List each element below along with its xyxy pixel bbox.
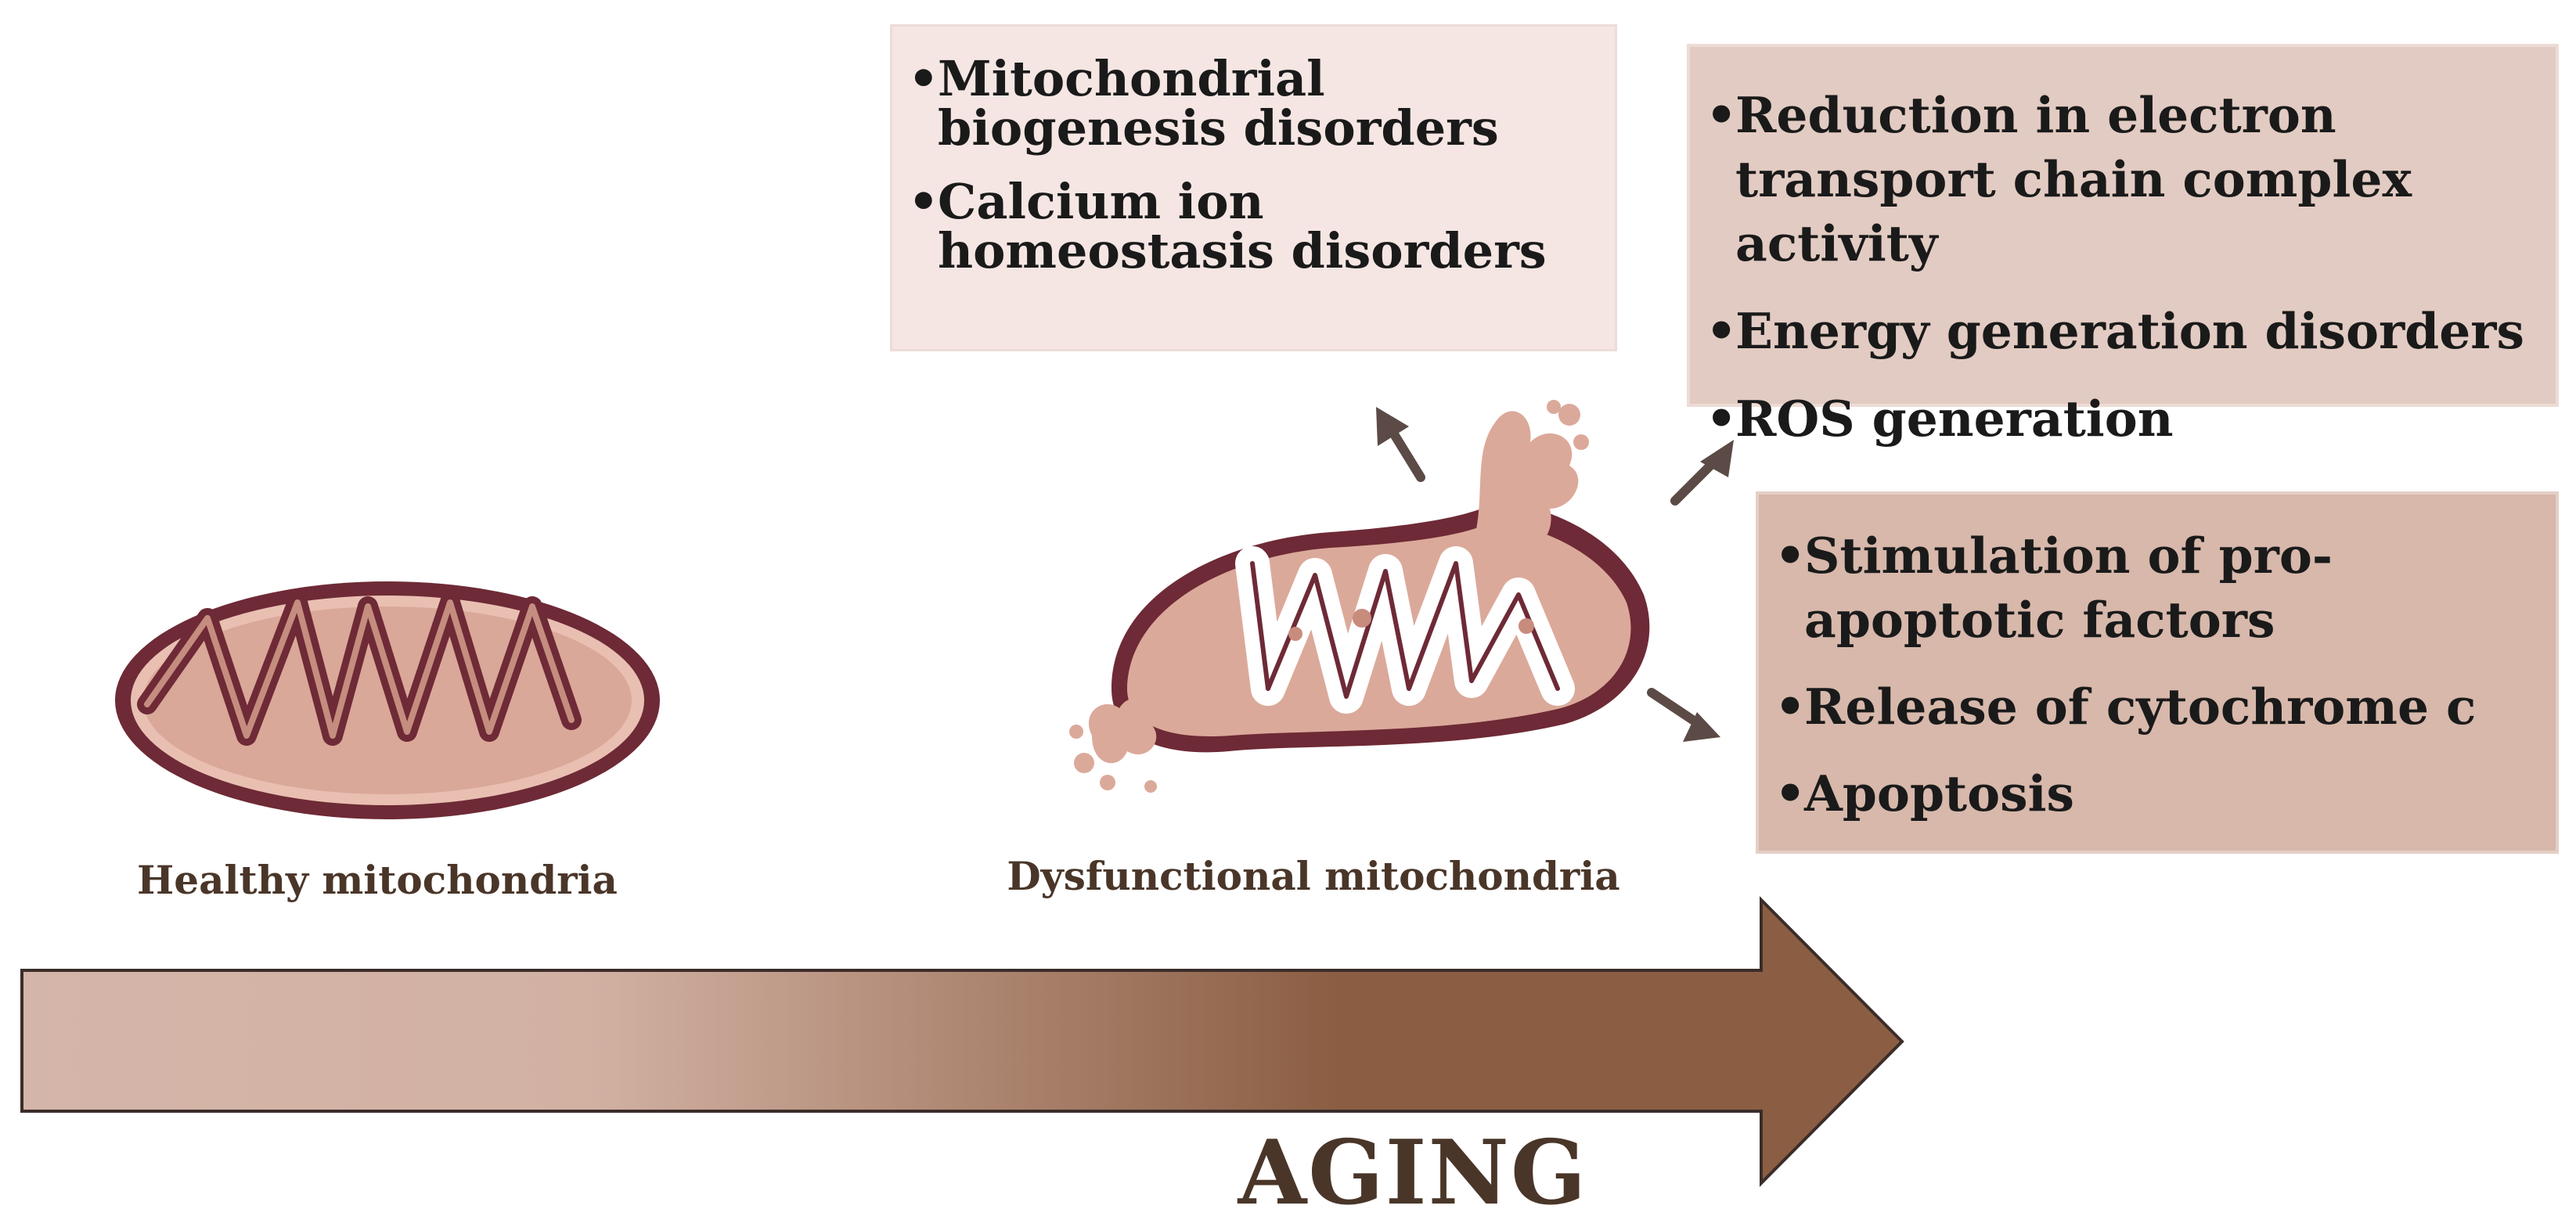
dysfunctional-caption: Dysfunctional mitochondria <box>1007 853 1620 899</box>
aging-arrow <box>20 896 1904 1187</box>
apoptosis-box: Stimulation of pro-apoptotic factors Rel… <box>1756 491 2559 854</box>
bullet-item: Mitochondrial biogenesis disorders <box>908 54 1599 153</box>
bullet-item: Energy generation disorders <box>1706 299 2540 363</box>
bullet-item: Calcium ion homeostasis disorders <box>908 177 1599 275</box>
bullet-item: Release of cytochrome c <box>1774 675 2540 739</box>
healthy-mitochondrion <box>115 581 660 819</box>
pointer-arrow-top <box>1376 407 1425 482</box>
pointer-arrow-bottom <box>1647 688 1720 742</box>
dysfunctional-mitochondrion <box>1069 400 1650 793</box>
energy-ros-box: Reduction in electron transport chain co… <box>1687 44 2559 451</box>
bullet-item: Reduction in electron transport chain co… <box>1706 83 2540 275</box>
bullet-item: ROS generation <box>1706 387 2540 451</box>
bullet-item: Stimulation of pro-apoptotic factors <box>1774 524 2540 652</box>
bullet-item: Apoptosis <box>1774 761 2540 826</box>
aging-label: AGING <box>1238 1121 1588 1225</box>
healthy-caption: Healthy mitochondria <box>137 857 618 903</box>
biogenesis-calcium-box: Mitochondrial biogenesis disorders Calci… <box>890 24 1617 351</box>
